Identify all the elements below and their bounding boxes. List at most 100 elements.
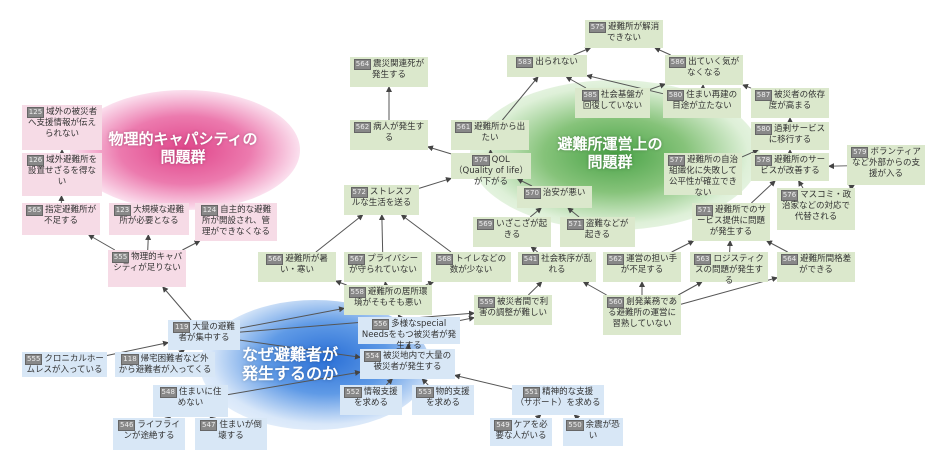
- edge-arrow: [529, 207, 542, 218]
- edge-arrow: [227, 369, 361, 396]
- node-number: 558: [348, 287, 366, 298]
- edge-arrow: [573, 414, 581, 421]
- node-number: 577: [667, 155, 686, 166]
- edge-arrow: [680, 276, 778, 305]
- edge-arrow: [425, 281, 435, 287]
- edge-arrow: [239, 339, 361, 360]
- edge-arrow: [178, 349, 185, 356]
- node-text: 域外の被災者へ支援情報が伝えられない: [27, 107, 98, 139]
- node-number: 580: [754, 124, 773, 135]
- node-number: 566: [266, 254, 284, 265]
- node-number: 548: [159, 387, 177, 398]
- node-text: 大規模な避難所が必要となる: [119, 205, 185, 226]
- node-text: 域外避難所を設置せざるを得ない: [27, 155, 98, 187]
- edge-arrow: [459, 315, 475, 322]
- edge-arrow: [671, 240, 695, 253]
- node-text: ロジスティクスの問題が発生する: [694, 254, 764, 286]
- node-text: 出られない: [535, 57, 578, 67]
- node-number: 554: [363, 351, 382, 362]
- edge-arrow: [335, 280, 347, 286]
- edge-arrow: [239, 310, 475, 333]
- node-number: 549: [494, 420, 512, 431]
- node-number: 585: [581, 90, 599, 101]
- node-number: 563: [694, 254, 712, 265]
- node-text: 精神的な支援（サポート）を求める: [515, 387, 601, 408]
- node-number: 559: [477, 297, 496, 308]
- node-number: 125: [26, 107, 45, 118]
- edge-arrow: [848, 184, 856, 191]
- node-text: 被災者の依存度が高まる: [768, 90, 826, 111]
- edge-arrow: [742, 83, 752, 90]
- node-number: 575: [588, 22, 607, 33]
- node-number: 546: [118, 420, 136, 431]
- node-text: 被災地内で大量の被災者が発生する: [373, 351, 452, 372]
- edge-arrow: [421, 378, 429, 386]
- node-number: 571: [566, 219, 584, 230]
- node-text: 余震が恐い: [585, 420, 620, 441]
- node-number: 579: [851, 147, 869, 158]
- edge-arrow: [586, 73, 664, 95]
- edge-arrow: [751, 180, 776, 204]
- edge-arrow: [678, 281, 703, 296]
- edge-arrow: [378, 214, 385, 253]
- node-text: トイレなどの数が少ない: [449, 254, 507, 275]
- node-number: 569: [476, 219, 495, 230]
- node-text: 物的支援を求める: [425, 387, 470, 408]
- node-text: ストレスフルな生活を送る: [351, 187, 413, 208]
- node-number: 565: [25, 205, 44, 216]
- node-number: 541: [521, 254, 540, 265]
- node-text: 震災関連死が発生する: [371, 59, 425, 80]
- edge-arrow: [565, 76, 587, 89]
- cluster-label-physical: 物理的キャパシティの 問題群: [108, 130, 258, 166]
- edge-arrow: [582, 281, 607, 296]
- node-number: 564: [353, 59, 372, 70]
- node-text: マスコミ・政治家などの対応で代替される: [781, 190, 852, 222]
- node-text: QOL（Quality of life）が下がる: [454, 155, 528, 187]
- edge-arrow: [162, 286, 192, 321]
- edge-arrow: [741, 149, 759, 158]
- node-number: 118: [121, 354, 139, 365]
- node-number: 561: [454, 122, 473, 133]
- node-number: 124: [200, 205, 219, 216]
- node-text: 避難所のサービスが改善する: [760, 155, 826, 176]
- node-text: 社会秩序が乱れる: [541, 254, 593, 275]
- edge-arrow: [534, 414, 542, 421]
- node-text: 社会基盤が回復していない: [582, 90, 644, 111]
- cluster-label-why: なぜ避難者が 発生するのか: [241, 345, 338, 383]
- edge-arrow: [567, 207, 580, 218]
- cluster-physical-blob: [70, 90, 300, 210]
- edge-arrow: [798, 180, 804, 189]
- node-text: 過剰サービスに移行する: [768, 124, 826, 145]
- node-number: 556: [371, 319, 390, 330]
- edge-arrow: [164, 416, 172, 423]
- node-text: ボランティアなど外部からの支援が入る: [851, 147, 921, 179]
- node-text: 創発業務である避難所の運営に習熟していない: [607, 297, 678, 329]
- edge-arrow: [87, 234, 116, 251]
